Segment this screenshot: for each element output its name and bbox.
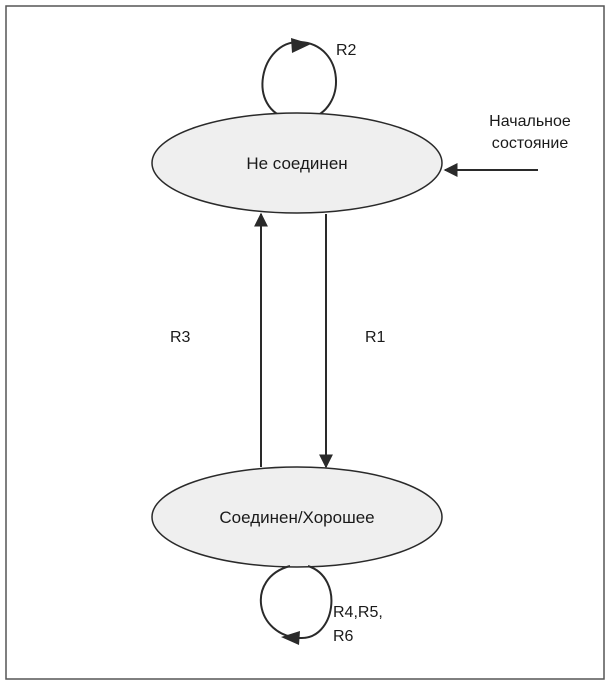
state-not-connected [151,112,443,214]
state-connected-good [151,466,443,568]
transition-r2-label: R2 [336,42,357,59]
initial-state-label-line2: состояние [492,135,569,152]
transition-r4-r5-r6-label-line1: R4,R5, [333,604,383,621]
self-loop-r2-arrowhead [291,38,311,53]
initial-state-label-line1: Начальное [489,113,571,130]
transition-r3-label: R3 [170,329,191,346]
state-not-connected-label: Не соединен [246,154,347,173]
self-loop-r4-r5-r6 [259,565,333,640]
self-loop-r4-r5-r6-arrowhead [281,631,300,645]
state-connected-good-label: Соединен/Хорошее [219,508,374,527]
transition-r1-label: R1 [365,329,386,346]
diagram-frame [5,5,605,680]
transition-r4-r5-r6-label-line2: R6 [333,628,354,645]
